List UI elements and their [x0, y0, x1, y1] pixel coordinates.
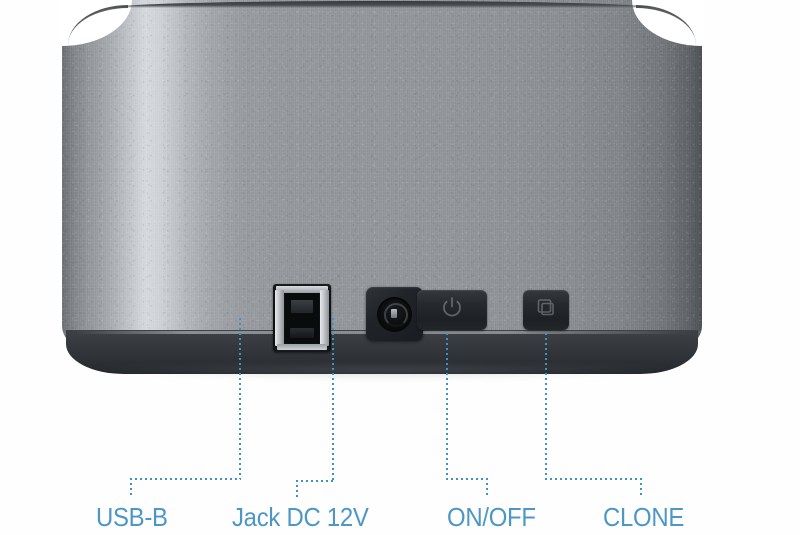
- callout-line-clone-vertical: [545, 333, 547, 478]
- callout-label-dc-jack: Jack DC 12V: [232, 502, 369, 532]
- usb-b-port[interactable]: [273, 284, 331, 352]
- top-corner-curves: [62, 0, 702, 46]
- usb-shield-top: [276, 286, 328, 293]
- callout-label-power: ON/OFF: [447, 502, 536, 532]
- power-button[interactable]: [417, 290, 487, 330]
- usb-shield-bottom: [277, 344, 327, 350]
- callout-line-usb-b-stub: [130, 478, 132, 497]
- usb-contact-block-lower: [290, 328, 314, 338]
- callout-line-usb-b-vertical: [239, 318, 241, 479]
- callout-label-clone: CLONE: [603, 502, 685, 532]
- dc-power-jack[interactable]: [366, 287, 423, 341]
- top-right-corner-mask: [632, 0, 702, 46]
- callout-line-power-stub: [486, 478, 488, 498]
- callout-line-dc-jack-vertical: [332, 318, 334, 481]
- usb-shield-left: [275, 290, 284, 346]
- device-shell: [62, 0, 702, 360]
- callout-line-dc-jack-horizontal: [296, 480, 334, 482]
- callout-line-power-horizontal: [446, 478, 488, 480]
- callout-line-power-vertical: [446, 333, 448, 480]
- dc-center-pin: [391, 309, 397, 318]
- usb-contact-block-upper: [291, 300, 313, 313]
- callout-line-dc-jack-stub: [296, 480, 298, 500]
- device-drop-shadow: [92, 366, 672, 380]
- callout-line-clone-horizontal: [545, 478, 642, 480]
- callout-line-clone-stub: [640, 478, 642, 498]
- clone-button[interactable]: [523, 290, 569, 330]
- power-icon: [442, 297, 462, 324]
- callout-label-usb-b: USB-B: [96, 502, 168, 532]
- clone-copy-icon: [536, 298, 556, 323]
- dc-socket-highlight-ring: [384, 303, 408, 327]
- usb-shield-right: [320, 290, 329, 346]
- top-left-corner-mask: [62, 0, 132, 46]
- callout-line-usb-b-horizontal: [130, 478, 241, 480]
- docking-station-device: [62, 0, 702, 380]
